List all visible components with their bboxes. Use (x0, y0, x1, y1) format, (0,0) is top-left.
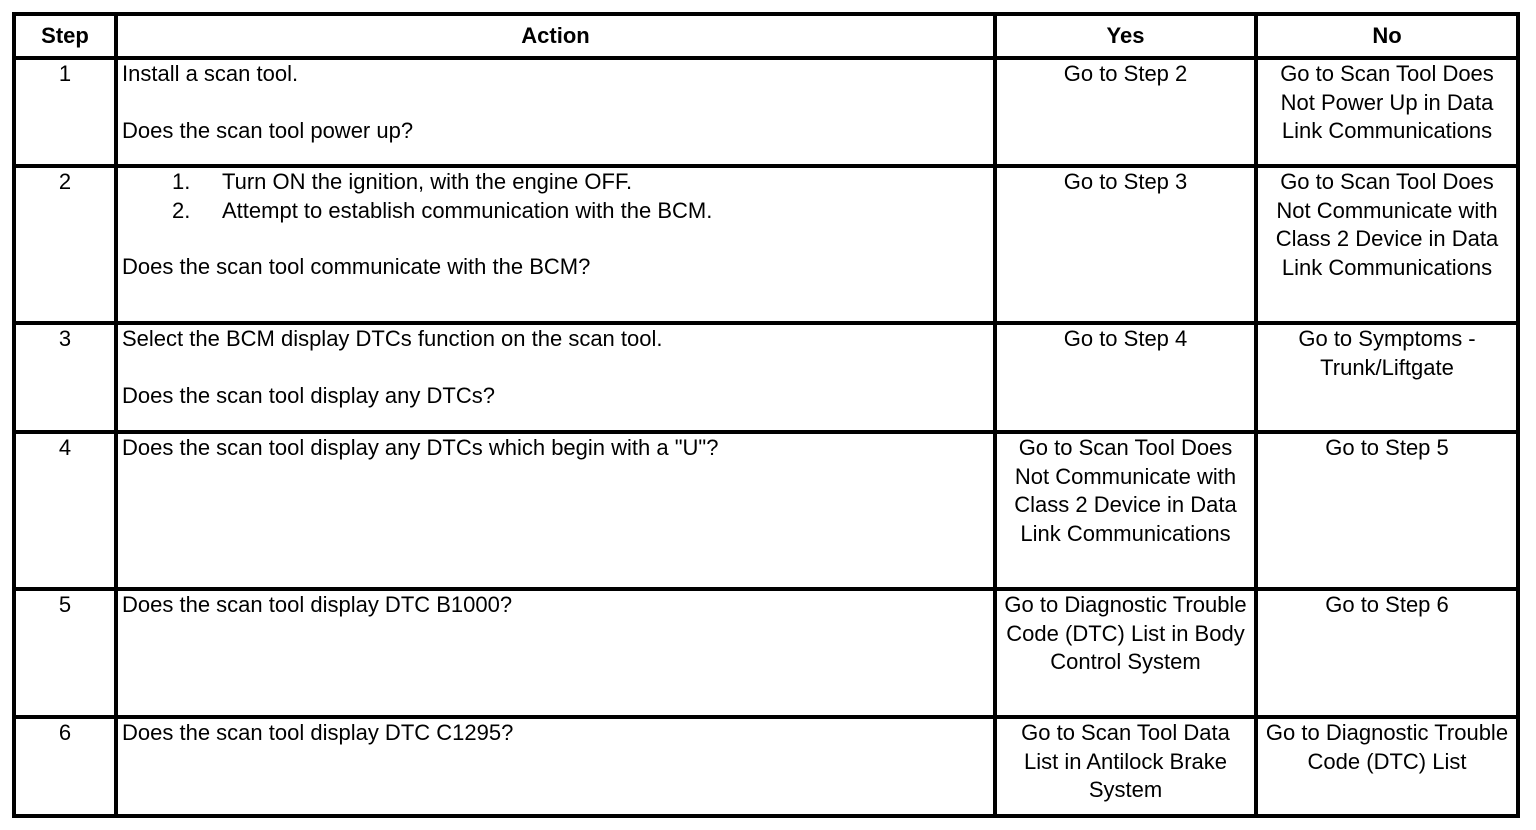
no-cell: Go to Scan Tool Does Not Power Up in Dat… (1254, 56, 1520, 168)
diagnostic-table: Step Action Yes No 1 Install a scan tool… (12, 12, 1520, 818)
table-row: 2 1. Turn ON the ignition, with the engin… (12, 164, 1520, 325)
table-row: 6 Does the scan tool display DTC C1295? … (12, 715, 1520, 818)
action-cell: Select the BCM display DTCs function on … (114, 321, 997, 434)
step-number: 2 (12, 164, 118, 325)
yes-cell: Go to Scan Tool Does Not Communicate wit… (993, 430, 1258, 591)
action-instruction: Select the BCM display DTCs function on … (122, 326, 663, 351)
list-item: 1. Turn ON the ignition, with the engine … (122, 168, 989, 197)
table-row: 1 Install a scan tool. Does the scan too… (12, 56, 1520, 168)
action-question: Does the scan tool display DTC B1000? (122, 592, 513, 617)
action-cell: 1. Turn ON the ignition, with the engine … (114, 164, 997, 325)
no-cell: Go to Step 5 (1254, 430, 1520, 591)
header-action: Action (114, 12, 997, 60)
header-step: Step (12, 12, 118, 60)
list-item: 2. Attempt to establish communication wit… (122, 197, 989, 226)
action-cell: Does the scan tool display DTC C1295? (114, 715, 997, 818)
list-text: Turn ON the ignition, with the engine OF… (222, 169, 633, 194)
action-question: Does the scan tool display any DTCs? (122, 382, 495, 408)
yes-cell: Go to Diagnostic Trouble Code (DTC) List… (993, 587, 1258, 719)
action-instruction: Install a scan tool. (122, 61, 299, 86)
step-number: 5 (12, 587, 118, 719)
no-cell: Go to Symptoms - Trunk/Liftgate (1254, 321, 1520, 434)
table-row: 5 Does the scan tool display DTC B1000? … (12, 587, 1520, 719)
numbered-list: 1. Turn ON the ignition, with the engine … (122, 168, 989, 225)
header-yes: Yes (993, 12, 1258, 60)
step-number: 6 (12, 715, 118, 818)
yes-cell: Go to Scan Tool Data List in Antilock Br… (993, 715, 1258, 818)
no-cell: Go to Step 6 (1254, 587, 1520, 719)
action-cell: Does the scan tool display any DTCs whic… (114, 430, 997, 591)
step-number: 4 (12, 430, 118, 591)
no-cell: Go to Diagnostic Trouble Code (DTC) List (1254, 715, 1520, 818)
action-question: Does the scan tool display any DTCs whic… (122, 435, 719, 460)
list-number: 2. (172, 197, 191, 223)
action-cell: Does the scan tool display DTC B1000? (114, 587, 997, 719)
action-question: Does the scan tool display DTC C1295? (122, 720, 514, 745)
list-text: Attempt to establish communication with … (222, 197, 713, 223)
action-question: Does the scan tool communicate with the … (122, 254, 591, 280)
no-cell: Go to Scan Tool Does Not Communicate wit… (1254, 164, 1520, 325)
yes-cell: Go to Step 4 (993, 321, 1258, 434)
yes-cell: Go to Step 2 (993, 56, 1258, 168)
yes-cell: Go to Step 3 (993, 164, 1258, 325)
header-no: No (1254, 12, 1520, 60)
action-question: Does the scan tool power up? (122, 117, 414, 143)
step-number: 1 (12, 56, 118, 168)
step-number: 3 (12, 321, 118, 434)
list-number: 1. (172, 169, 191, 194)
table-row: 4 Does the scan tool display any DTCs wh… (12, 430, 1520, 591)
action-cell: Install a scan tool. Does the scan tool … (114, 56, 997, 168)
header-row: Step Action Yes No (12, 12, 1520, 60)
table-row: 3 Select the BCM display DTCs function o… (12, 321, 1520, 434)
